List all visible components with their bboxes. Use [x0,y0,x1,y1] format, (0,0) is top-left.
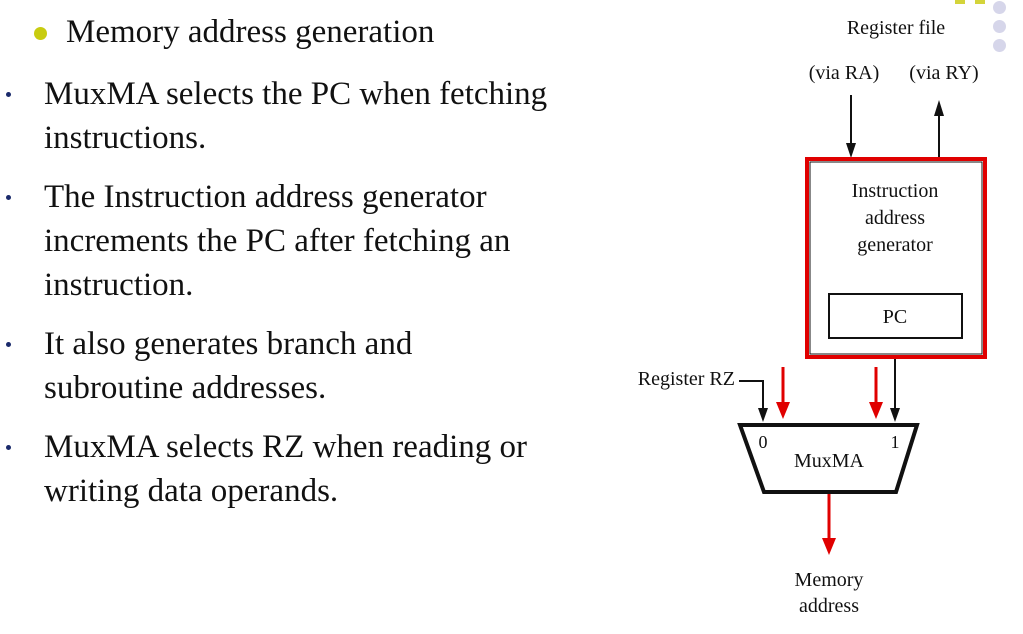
via-ra-label: (via RA) [809,62,880,84]
muxma-multiplexer [737,423,920,494]
iag-label-line-1: Instruction [852,180,939,202]
bullet-item: MuxMA selects the PC when fetching instr… [0,72,604,160]
bullet-text: It also generates branch and subroutine … [44,326,413,406]
bullet-icon [6,195,11,200]
bullet-icon [6,342,11,347]
pc-to-mux-arrow-icon [890,359,900,422]
ra-arrow-icon [846,95,856,158]
iag-label-line-3: generator [857,234,933,256]
pc-register-box [828,293,963,339]
output-label-line-1: Memory [795,569,864,591]
decoration-bar [955,0,965,4]
ry-arrow-icon [934,100,944,158]
bullet-icon [6,92,11,97]
bullet-item: MuxMA selects RZ when reading or writing… [0,425,584,513]
via-ry-label: (via RY) [909,62,978,84]
mux-input-0-label: 0 [759,432,768,452]
bullet-item: It also generates branch and subroutine … [0,322,464,410]
decoration-dot [993,39,1006,52]
output-label-line-2: address [799,595,859,617]
register-rz-label: Register RZ [638,368,735,390]
register-file-label: Register file [847,17,945,39]
bullet-list: MuxMA selects the PC when fetching instr… [0,72,600,528]
bullet-text: MuxMA selects RZ when reading or writing… [44,429,527,509]
bullet-text: The Instruction address generator increm… [44,179,511,303]
decoration-dot [993,20,1006,33]
rz-arrow-icon [739,380,768,422]
pc-label: PC [883,306,907,328]
bullet-text: MuxMA selects the PC when fetching instr… [44,76,548,156]
decoration-dot [993,1,1006,14]
heading-bullet-icon [34,27,47,40]
mux-input-1-label: 1 [891,432,900,452]
memory-address-arrow-icon [822,494,836,555]
mux-label: MuxMA [794,450,865,472]
highlight-arrow-input-0-icon [776,367,790,419]
highlight-arrow-input-1-icon [869,367,883,419]
decoration-bar [975,0,985,4]
bullet-item: The Instruction address generator increm… [0,175,564,307]
bullet-icon [6,445,11,450]
iag-label-line-2: address [865,207,925,229]
heading-text: Memory address generation [66,14,435,50]
slide-heading: Memory address generation [34,12,434,52]
